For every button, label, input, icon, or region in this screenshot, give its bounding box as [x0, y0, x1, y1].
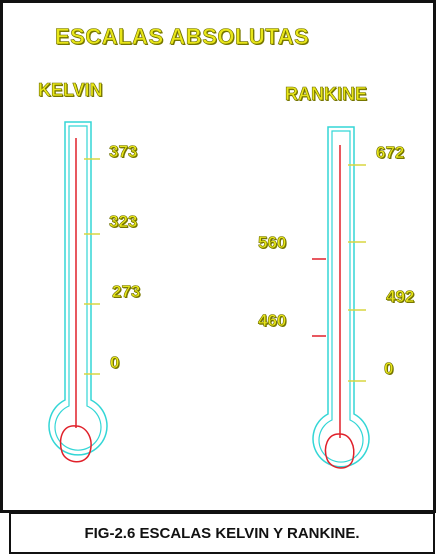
rankine-tick-label: 492 [386, 287, 415, 307]
figure-caption: FIG-2.6 ESCALAS KELVIN Y RANKINE. [84, 524, 360, 542]
rankine-side-label: 460 [258, 311, 287, 331]
kelvin-thermometer [48, 121, 108, 463]
kelvin-thermometer-inner [54, 125, 102, 451]
rankine-thermometer [312, 126, 370, 469]
kelvin-mercury-bulb [59, 425, 92, 463]
kelvin-tick-label: 323 [109, 212, 138, 232]
rankine-thermometer-outline [312, 126, 370, 468]
rankine-side-label: 560 [258, 233, 287, 253]
kelvin-tick-label: 373 [109, 142, 138, 162]
rankine-tick-label: 0 [384, 359, 394, 379]
kelvin-tick-label: 273 [112, 282, 141, 302]
rankine-tick-label: 672 [376, 143, 405, 163]
rankine-label: RANKINE [285, 84, 368, 105]
rankine-mercury-bulb [324, 433, 355, 469]
kelvin-tick-label: 0 [110, 353, 120, 373]
kelvin-thermometer-outline [48, 121, 108, 456]
caption-box: FIG-2.6 ESCALAS KELVIN Y RANKINE. [9, 512, 435, 554]
rankine-thermometer-inner [318, 130, 364, 463]
outer-border [0, 0, 436, 513]
diagram-title: ESCALAS ABSOLUTAS [55, 24, 310, 50]
kelvin-label: KELVIN [38, 80, 103, 101]
